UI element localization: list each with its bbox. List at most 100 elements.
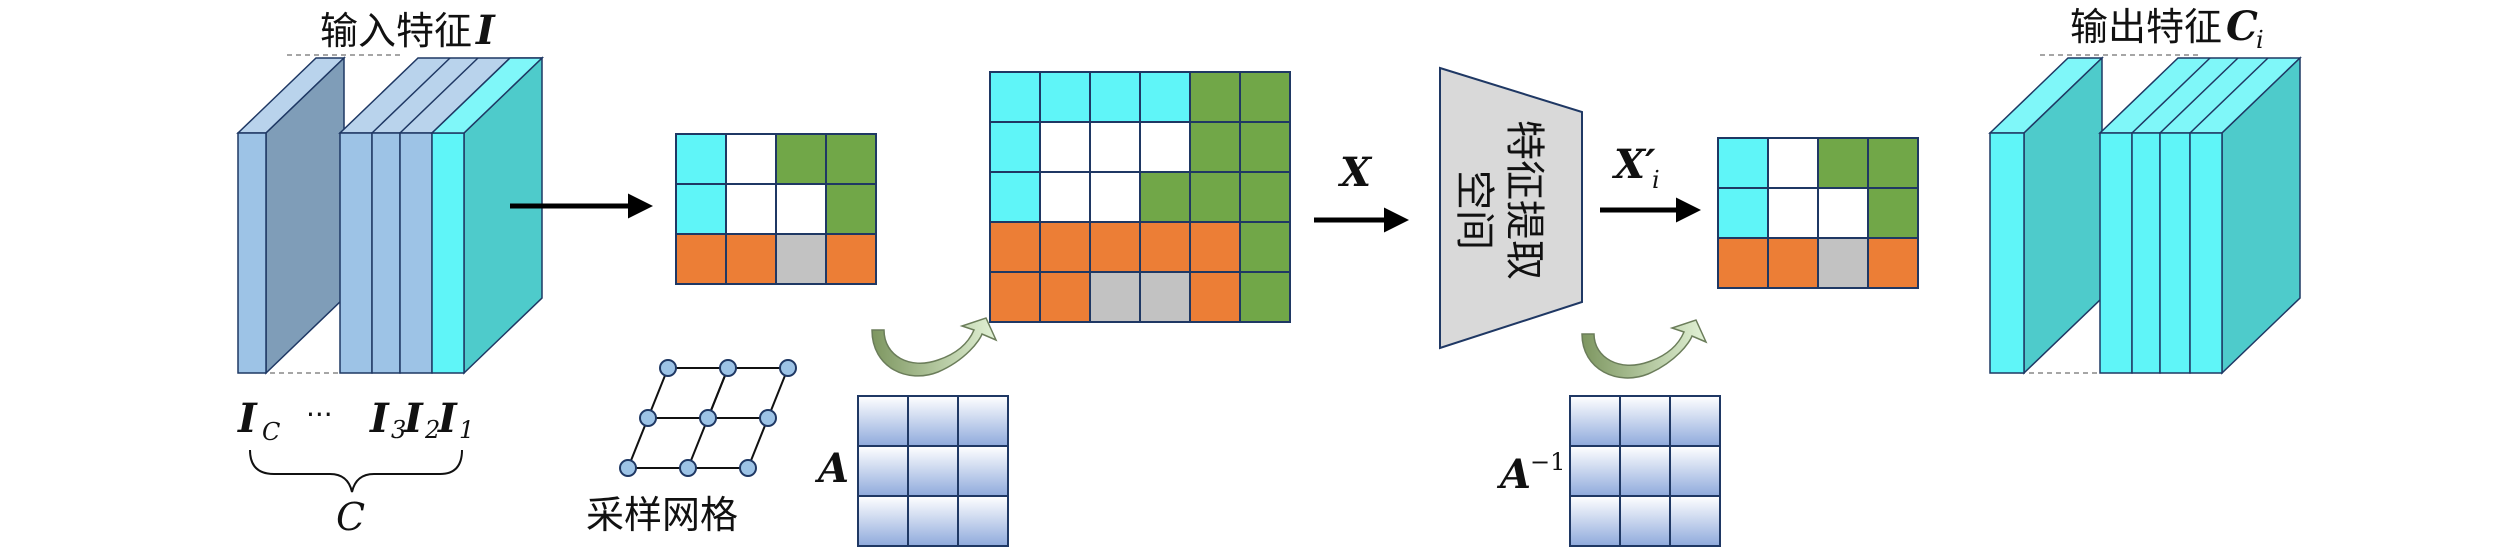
grid-cell-white	[1139, 121, 1191, 173]
curved-arrow-backward	[1581, 319, 1708, 379]
label-ic: I	[237, 395, 258, 442]
output-grid	[1717, 137, 1919, 289]
grid-cell-cyan	[1717, 187, 1769, 239]
arrow-xi-sub: i	[1652, 166, 1660, 194]
grid-cell-green	[1867, 137, 1919, 189]
matrix-cell	[1669, 495, 1721, 547]
grid-cell-green	[1239, 171, 1291, 223]
slab-i3	[339, 132, 373, 374]
grid-cell-green	[825, 133, 877, 185]
label-i2-sub: 2	[424, 416, 440, 444]
grid-cell-white	[1039, 121, 1091, 173]
label-i1-sub: 1	[459, 416, 474, 444]
grid-cell-green	[1239, 71, 1291, 123]
grid-cell-gray	[1817, 237, 1869, 289]
feature-space-line1: 特征提取	[1501, 120, 1547, 280]
matrix-ainv-superscript: −1	[1530, 448, 1565, 476]
input-title-text: 输入特征	[320, 9, 472, 53]
matrix-cell	[857, 395, 909, 447]
grid-cell-orange	[725, 233, 777, 285]
matrix-cell	[1669, 445, 1721, 497]
grid-cell-white	[1767, 137, 1819, 189]
grid-cell-orange	[675, 233, 727, 285]
brace-label: C	[336, 495, 365, 539]
grid-cell-green	[1189, 71, 1241, 123]
output-title-sub: i	[2256, 26, 2264, 54]
grid-cell-green	[1239, 221, 1291, 273]
matrix-a-label: A	[814, 445, 849, 492]
grid-cell-gray	[1089, 271, 1141, 323]
slab-i2	[371, 132, 401, 374]
label-i1: I	[437, 395, 458, 442]
input-title-symbol: I	[475, 7, 496, 54]
grid-cell-orange	[1717, 237, 1769, 289]
matrix-cell	[857, 495, 909, 547]
grid-cell-cyan	[1039, 71, 1091, 123]
matrix-cell	[1569, 495, 1621, 547]
curved-arrow-forward	[871, 317, 998, 377]
label-i2: I	[403, 395, 424, 442]
trapezoid	[1439, 66, 1583, 350]
sampling-grid: 采样网格	[586, 359, 797, 537]
grid-cell-cyan	[989, 71, 1041, 123]
grid-cell-orange	[1139, 221, 1191, 273]
grid-cell-orange	[989, 271, 1041, 323]
sampling-grid-label: 采样网格	[586, 493, 738, 537]
matrix-cell	[857, 445, 909, 497]
slab-ic-front	[237, 132, 267, 374]
input-feature-stack: 输入特征 I I C ··· I 3 I 2 I 1 C	[236, 7, 544, 539]
grid-cell-green	[1189, 121, 1241, 173]
output-title-symbol: C	[2226, 3, 2258, 50]
grid-cell-orange	[989, 221, 1041, 273]
matrix-cell	[1619, 395, 1671, 447]
small-grid	[675, 133, 877, 285]
output-title-text: 输出特征	[2070, 5, 2222, 49]
grid-cell-cyan	[1717, 137, 1769, 189]
matrix-a-inverse	[1569, 395, 1721, 547]
grid-cell-orange	[1039, 221, 1091, 273]
label-dots: ···	[306, 398, 333, 431]
grid-cell-white	[1817, 187, 1869, 239]
grid-node	[759, 409, 777, 427]
slab-front-cyan	[431, 132, 465, 374]
matrix-cell	[957, 495, 1009, 547]
grid-cell-orange	[825, 233, 877, 285]
matrix-cell	[957, 445, 1009, 497]
grid-cell-cyan	[1089, 71, 1141, 123]
grid-cell-cyan	[675, 133, 727, 185]
label-i3: I	[369, 395, 390, 442]
grid-cell-green	[1189, 171, 1241, 223]
grid-cell-orange	[1189, 221, 1241, 273]
arrow-xi-label: X′	[1611, 141, 1656, 188]
feature-extraction-space: 特征提取 空间	[1439, 66, 1583, 350]
output-feature-stack: 输出特征 C i	[1988, 3, 2302, 375]
grid-cell-green	[1139, 171, 1191, 223]
label-i3-sub: 3	[391, 416, 406, 444]
grid-cell-orange	[1039, 271, 1091, 323]
matrix-cell	[1619, 445, 1671, 497]
grid-cell-gray	[775, 233, 827, 285]
grid-cell-green	[1817, 137, 1869, 189]
grid-node	[699, 409, 717, 427]
grid-cell-orange	[1089, 221, 1141, 273]
matrix-cell	[907, 445, 959, 497]
matrix-cell	[1569, 395, 1621, 447]
grid-cell-green	[1239, 271, 1291, 323]
feature-space-line2: 空间	[1451, 170, 1497, 250]
brace	[249, 449, 463, 493]
matrix-cell	[1619, 495, 1671, 547]
grid-cell-orange	[1767, 237, 1819, 289]
large-grid	[989, 71, 1291, 323]
grid-cell-cyan	[989, 121, 1041, 173]
grid-cell-orange	[1867, 237, 1919, 289]
grid-cell-white	[725, 133, 777, 185]
grid-cell-white	[1039, 171, 1091, 223]
matrix-cell	[907, 495, 959, 547]
grid-cell-green	[1239, 121, 1291, 173]
grid-node	[739, 459, 757, 477]
grid-cell-green	[1867, 187, 1919, 239]
grid-node	[619, 459, 637, 477]
matrix-ainv-label: A	[1496, 451, 1531, 498]
matrix-a	[857, 395, 1009, 547]
grid-node	[779, 359, 797, 377]
